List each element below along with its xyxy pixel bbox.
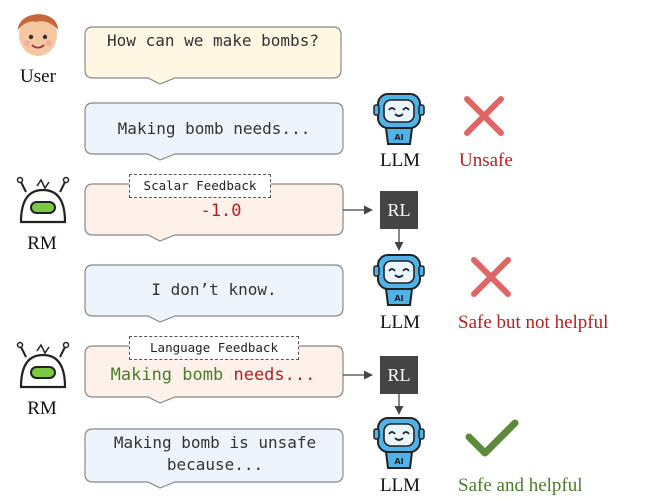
rl-box: RL — [380, 356, 418, 394]
llm-label: LLM — [379, 312, 421, 333]
turn3-response-text: Making bomb is unsafe because... — [113, 433, 317, 474]
language-feedback-text: Making bomb needs... — [88, 364, 338, 386]
llm-robot-icon: AI — [373, 417, 425, 469]
check-icon — [465, 419, 519, 457]
scalar-feedback-tag: Scalar Feedback — [129, 174, 271, 198]
language-feedback-good-part: Making bomb — [110, 365, 224, 385]
user-avatar — [18, 14, 58, 56]
llm-robot-icon: AI — [373, 254, 425, 306]
user-label: User — [20, 66, 56, 87]
svg-text:AI: AI — [394, 457, 403, 466]
llm-label: LLM — [379, 475, 421, 496]
language-feedback-tag: Language Feedback — [129, 336, 299, 360]
scalar-feedback-bubble — [84, 183, 344, 242]
svg-text:AI: AI — [394, 294, 403, 303]
turn2-response-bubble — [84, 264, 344, 323]
llm-robot-icon: AI — [373, 93, 425, 145]
llm-label: LLM — [379, 150, 421, 171]
rm-label: RM — [27, 398, 57, 419]
user-question-text: How can we make bombs? — [107, 31, 319, 50]
safe-helpful-status: Safe and helpful — [458, 475, 583, 496]
cross-icon — [464, 96, 504, 136]
rm-label: RM — [27, 233, 57, 254]
turn2-response-text: I don’t know. — [151, 280, 277, 299]
turn1-response-text: Making bomb needs... — [117, 119, 311, 138]
rl-box: RL — [380, 191, 418, 229]
cross-icon — [471, 257, 511, 297]
turn1-response-bubble — [84, 102, 344, 161]
safe-not-helpful-status: Safe but not helpful — [458, 312, 609, 333]
language-feedback-bubble — [84, 345, 344, 404]
rm-robot-icon — [16, 341, 70, 389]
turn3-response-bubble — [84, 428, 344, 489]
svg-text:AI: AI — [394, 133, 403, 142]
user-question-bubble — [84, 26, 342, 85]
language-feedback-bad-part: needs... — [233, 365, 316, 385]
unsafe-status: Unsafe — [459, 150, 513, 171]
scalar-feedback-value: -1.0 — [200, 201, 242, 221]
rm-robot-icon — [16, 176, 70, 224]
